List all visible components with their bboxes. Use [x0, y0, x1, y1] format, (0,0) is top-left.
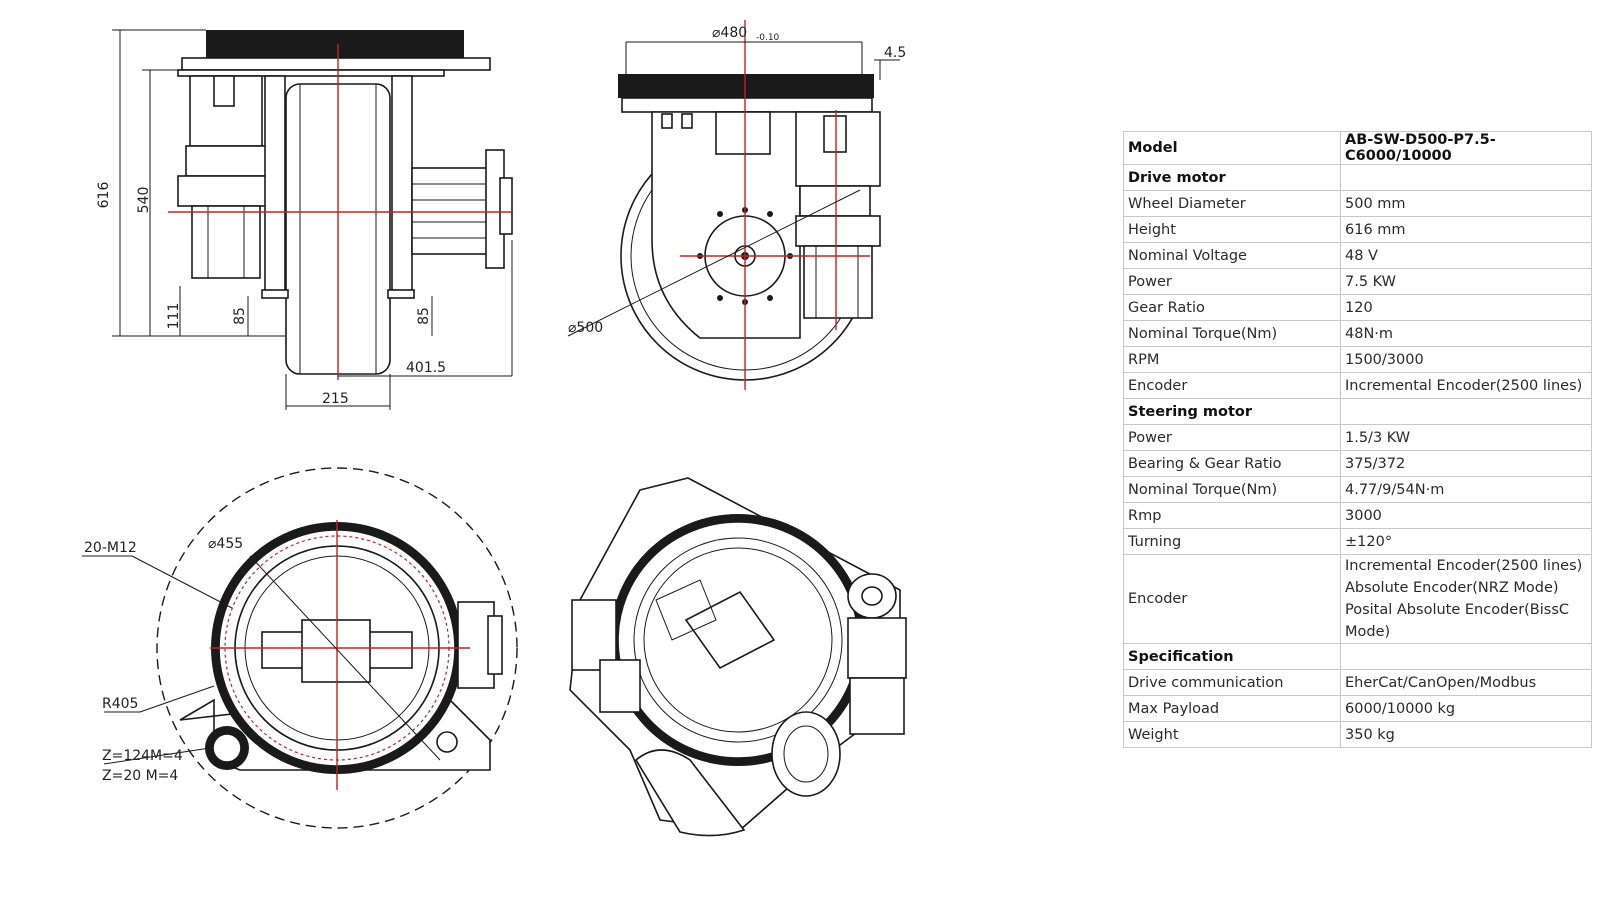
row-label: Rmp	[1123, 502, 1341, 529]
row-value	[1340, 164, 1592, 191]
row-value: AB-SW-D500-P7.5-C6000/10000	[1340, 131, 1592, 165]
label-gear-z20: Z=20 M=4	[102, 768, 178, 784]
row-label: Gear Ratio	[1123, 294, 1341, 321]
dim-616: 616	[96, 182, 112, 209]
dim-540: 540	[136, 187, 152, 214]
table-row: RPM 1500/3000	[1123, 346, 1592, 373]
row-label: Encoder	[1123, 372, 1341, 399]
row-value: 1.5/3 KW	[1340, 424, 1592, 451]
table-row: Bearing & Gear Ratio 375/372	[1123, 450, 1592, 477]
row-label: Encoder	[1123, 554, 1341, 644]
row-label: Nominal Voltage	[1123, 242, 1341, 269]
dim-85-left: 85	[232, 307, 248, 325]
row-label: Nominal Torque(Nm)	[1123, 476, 1341, 503]
side-view-drawing: 616 540 111 85 85 401.5 215	[96, 29, 513, 410]
section-header-steering-motor: Steering motor	[1123, 398, 1592, 425]
spec-table: Model AB-SW-D500-P7.5-C6000/10000 Drive …	[1123, 131, 1592, 748]
row-label: Nominal Torque(Nm)	[1123, 320, 1341, 347]
row-label: Drive motor	[1123, 164, 1341, 191]
table-row: Weight 350 kg	[1123, 721, 1592, 748]
dim-111: 111	[166, 303, 182, 330]
row-label: Height	[1123, 216, 1341, 243]
row-value: 375/372	[1340, 450, 1592, 477]
row-label: Weight	[1123, 721, 1341, 748]
row-value: 48N·m	[1340, 320, 1592, 347]
row-label: Power	[1123, 424, 1341, 451]
row-label: RPM	[1123, 346, 1341, 373]
section-header-specification: Specification	[1123, 643, 1592, 670]
section-header-drive-motor: Drive motor	[1123, 164, 1592, 191]
table-row: Height 616 mm	[1123, 216, 1592, 243]
label-gear-z124: Z=124M=4	[102, 748, 183, 764]
row-label: Specification	[1123, 643, 1341, 670]
row-value: 3000	[1340, 502, 1592, 529]
row-value: Incremental Encoder(2500 lines)	[1340, 372, 1592, 399]
row-label: Steering motor	[1123, 398, 1341, 425]
table-row: Drive communication EherCat/CanOpen/Modb…	[1123, 669, 1592, 696]
dim-diameter-455: ⌀455	[208, 536, 243, 552]
table-row: Max Payload 6000/10000 kg	[1123, 695, 1592, 722]
table-row: Gear Ratio 120	[1123, 294, 1592, 321]
row-label: Model	[1123, 131, 1341, 165]
table-row: Power 1.5/3 KW	[1123, 424, 1592, 451]
row-value	[1340, 643, 1592, 670]
row-value: 48 V	[1340, 242, 1592, 269]
dim-diameter-500: ⌀500	[568, 320, 603, 336]
row-value: 120	[1340, 294, 1592, 321]
row-value: 6000/10000 kg	[1340, 695, 1592, 722]
row-value: 500 mm	[1340, 190, 1592, 217]
top-view-drawing: 20-M12 ⌀455 R405 Z=124M=4 Z=20 M=4	[82, 467, 518, 829]
dim-401-5: 401.5	[406, 360, 446, 376]
table-row: Turning ±120°	[1123, 528, 1592, 555]
table-row: Nominal Voltage 48 V	[1123, 242, 1592, 269]
row-label: Turning	[1123, 528, 1341, 555]
row-value: 350 kg	[1340, 721, 1592, 748]
table-row: Rmp 3000	[1123, 502, 1592, 529]
row-value: 616 mm	[1340, 216, 1592, 243]
row-value: Incremental Encoder(2500 lines) Absolute…	[1340, 554, 1592, 644]
table-row-model: Model AB-SW-D500-P7.5-C6000/10000	[1123, 131, 1592, 165]
row-label: Bearing & Gear Ratio	[1123, 450, 1341, 477]
technical-drawings: 616 540 111 85 85 401.5 215	[82, 20, 907, 837]
table-row: Encoder Incremental Encoder(2500 lines)	[1123, 372, 1592, 399]
dim-85-right: 85	[416, 307, 432, 325]
row-value: 7.5 KW	[1340, 268, 1592, 295]
dim-tolerance: -0.10	[756, 33, 780, 43]
row-value: EherCat/CanOpen/Modbus	[1340, 669, 1592, 696]
dim-r405: R405	[102, 696, 138, 712]
table-row: Power 7.5 KW	[1123, 268, 1592, 295]
label-20-m12: 20-M12	[84, 540, 137, 556]
row-label: Wheel Diameter	[1123, 190, 1341, 217]
row-value: ±120°	[1340, 528, 1592, 555]
row-label: Max Payload	[1123, 695, 1341, 722]
table-row: Nominal Torque(Nm) 4.77/9/54N·m	[1123, 476, 1592, 503]
row-label: Power	[1123, 268, 1341, 295]
table-row: Nominal Torque(Nm) 48N·m	[1123, 320, 1592, 347]
dim-diameter-480: ⌀480	[712, 25, 747, 41]
table-row: Wheel Diameter 500 mm	[1123, 190, 1592, 217]
row-value	[1340, 398, 1592, 425]
front-view-drawing: ⌀480 -0.10 4.5 ⌀500	[567, 20, 906, 390]
isometric-view-drawing	[569, 477, 907, 837]
dim-215: 215	[322, 391, 349, 407]
row-value: 1500/3000	[1340, 346, 1592, 373]
row-label: Drive communication	[1123, 669, 1341, 696]
dim-4-5: 4.5	[884, 45, 906, 61]
row-value: 4.77/9/54N·m	[1340, 476, 1592, 503]
table-row: Encoder Incremental Encoder(2500 lines) …	[1123, 554, 1592, 644]
